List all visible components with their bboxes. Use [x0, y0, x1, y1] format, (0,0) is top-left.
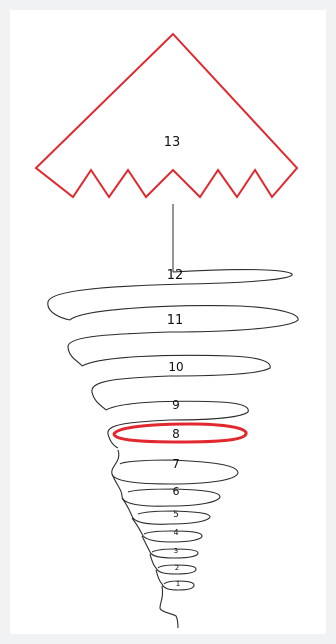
- loop-9: [105, 400, 249, 449]
- label-3: 3: [174, 547, 178, 555]
- label-13: 13: [164, 135, 181, 150]
- diagram-canvas: 13 12 11 10 9 8 7 6 5 4 3 2 1: [10, 10, 326, 634]
- label-8: 8: [172, 427, 180, 441]
- label-4: 4: [173, 528, 178, 537]
- loop-10: [81, 354, 271, 411]
- spiral-diagram: 13 12 11 10 9 8 7 6 5 4 3 2 1: [34, 32, 299, 629]
- loop-2: [149, 553, 197, 575]
- loop-4: [131, 517, 203, 543]
- loop-5: [121, 497, 211, 525]
- label-1: 1: [176, 580, 180, 588]
- spiral-loops: [47, 269, 299, 629]
- level-labels: 13 12 11 10 9 8 7 6 5 4 3 2 1: [164, 135, 184, 588]
- crown-shape: [34, 32, 299, 199]
- loop-8-highlight: [112, 422, 248, 444]
- label-7: 7: [172, 457, 180, 471]
- loop-7: [111, 449, 239, 485]
- loop-11: [67, 305, 299, 367]
- loop-6: [111, 473, 221, 507]
- loop-1: [155, 569, 195, 591]
- label-6: 6: [173, 485, 180, 498]
- loop-12: [47, 269, 293, 321]
- label-2: 2: [175, 564, 179, 572]
- label-11: 11: [167, 313, 184, 328]
- loop-3: [141, 535, 199, 559]
- label-10: 10: [168, 360, 183, 374]
- label-5: 5: [173, 510, 179, 520]
- spiral-tail: [159, 585, 179, 629]
- label-9: 9: [172, 398, 180, 412]
- label-12: 12: [167, 268, 184, 283]
